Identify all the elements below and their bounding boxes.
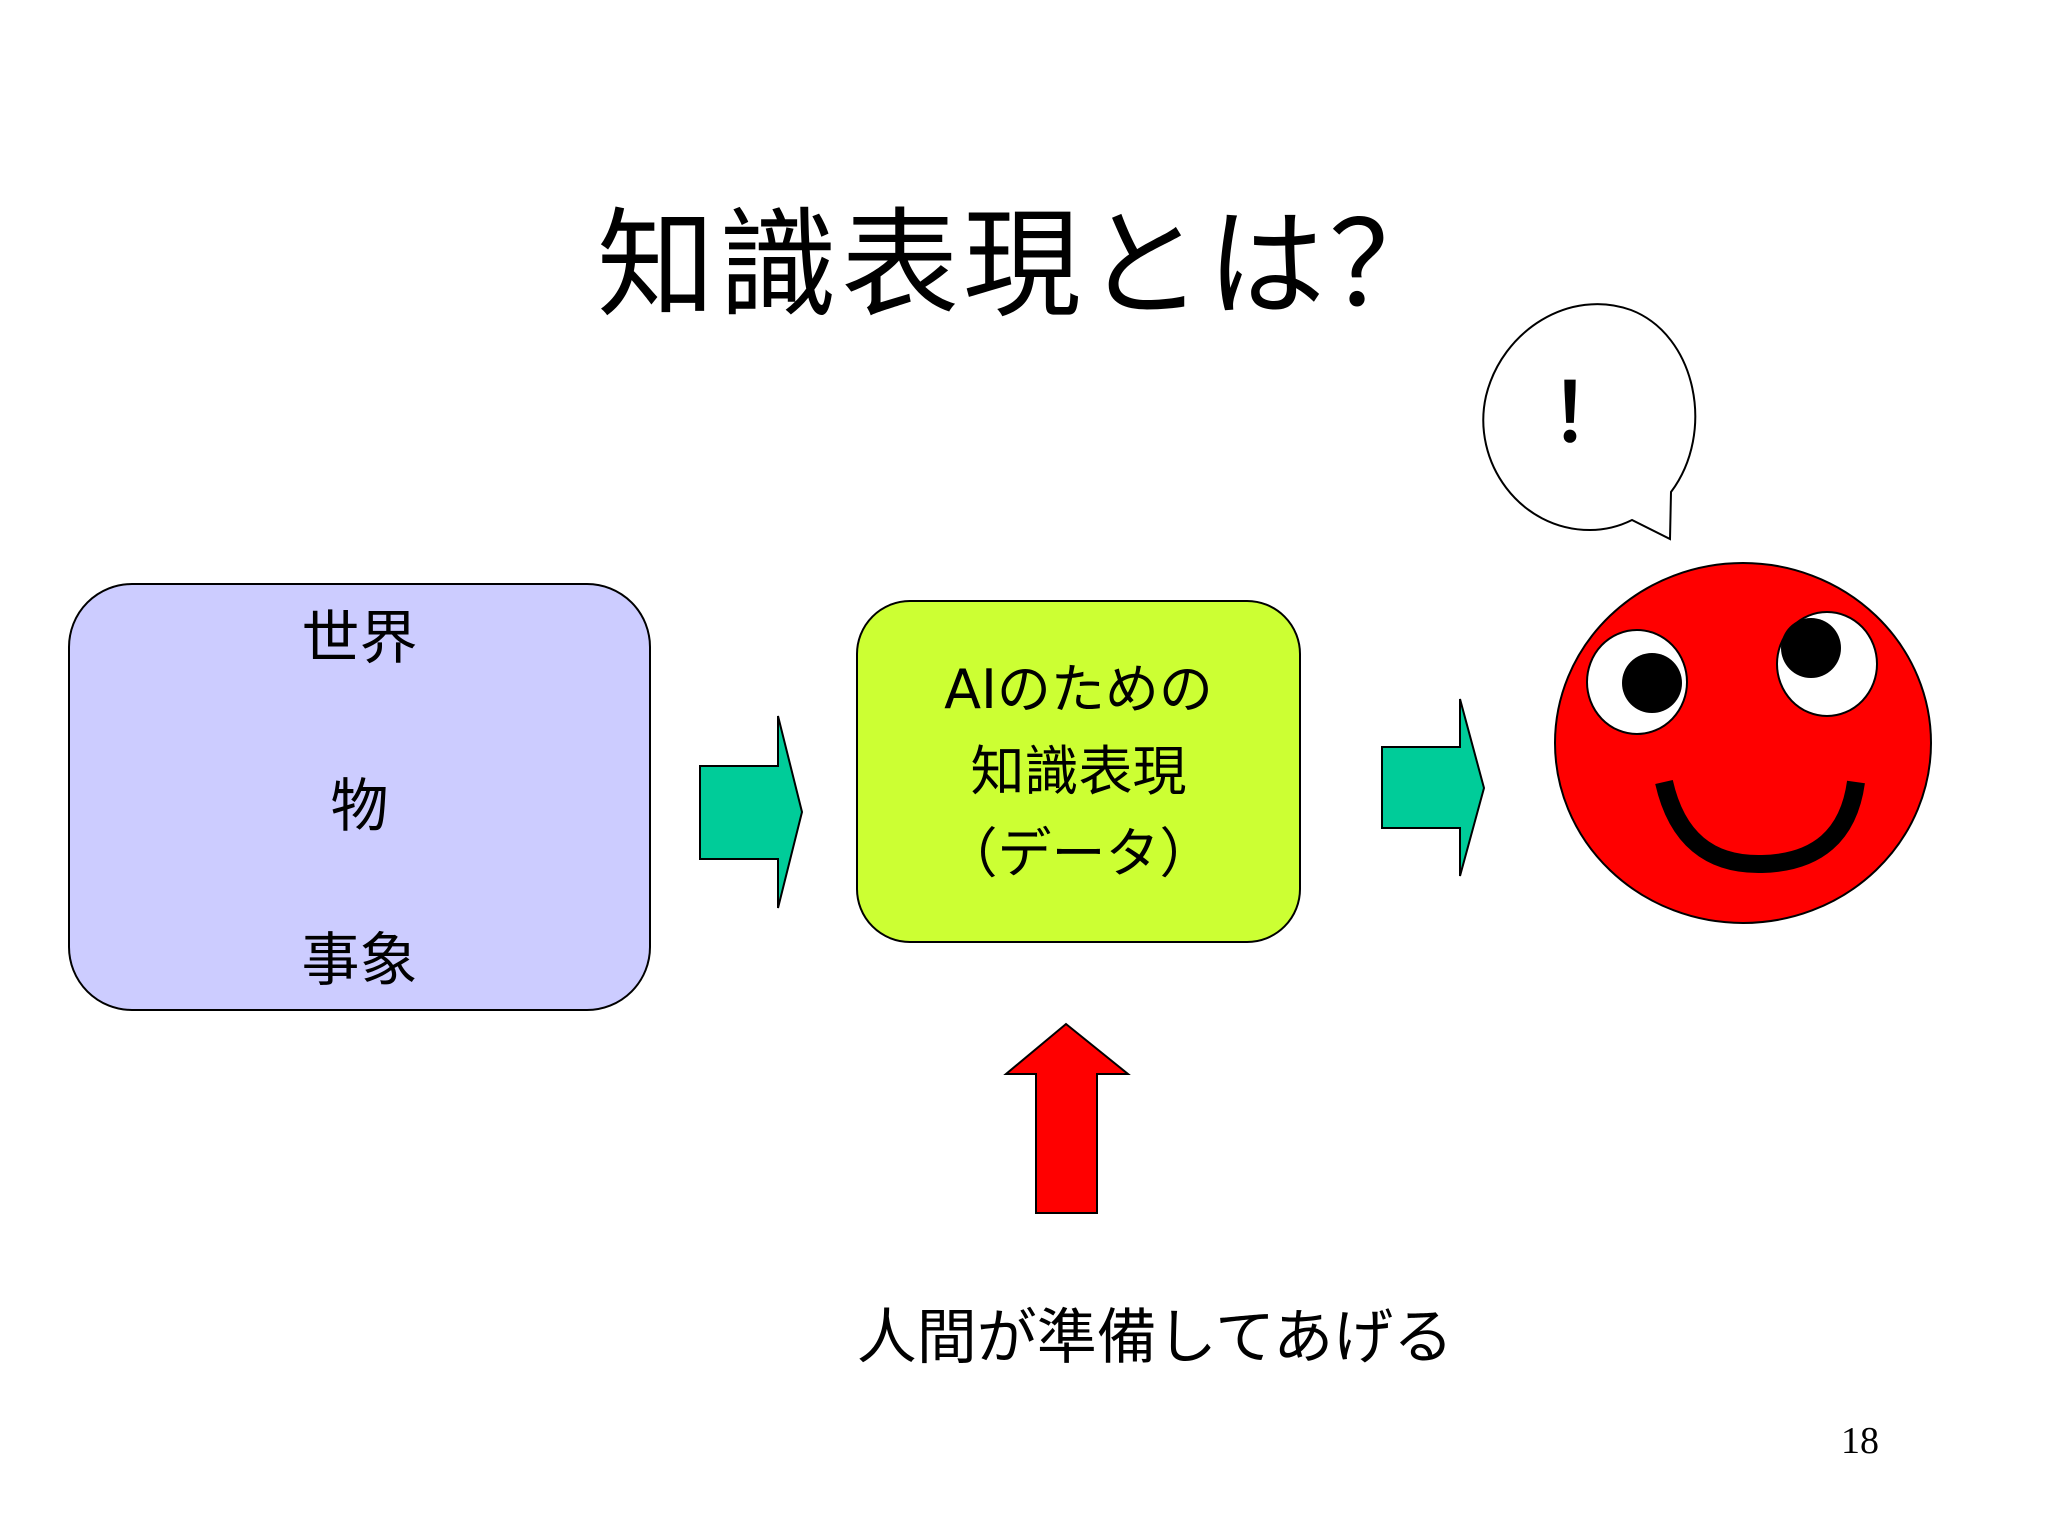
right-arrow-right — [1381, 698, 1486, 877]
smiley-left-pupil — [1622, 653, 1682, 713]
world-line-1: 世界 — [301, 604, 418, 672]
slide-title: 知識表現とは？ — [596, 196, 1451, 334]
world-box: 世界 物 事象 — [68, 583, 651, 1011]
smiley-mouth — [1655, 779, 1865, 874]
knowledge-data-box: AIのための 知識表現 （データ） — [856, 600, 1301, 943]
smiley-right-pupil — [1781, 618, 1841, 678]
data-line-3: （データ） — [943, 821, 1214, 885]
speech-bubble-text: ！ — [1550, 367, 1630, 460]
data-line-1: AIのための — [944, 657, 1213, 721]
world-line-2: 物 — [330, 772, 389, 840]
page-number: 18 — [1841, 1420, 1879, 1462]
right-arrow-left — [699, 715, 804, 909]
world-line-3: 事象 — [301, 926, 418, 994]
data-line-2: 知識表現 — [970, 739, 1187, 803]
smiley-face — [1554, 562, 1932, 924]
speech-bubble — [1482, 303, 1697, 541]
caption: 人間が準備してあげる — [856, 1303, 1454, 1373]
up-arrow — [1003, 1022, 1131, 1214]
